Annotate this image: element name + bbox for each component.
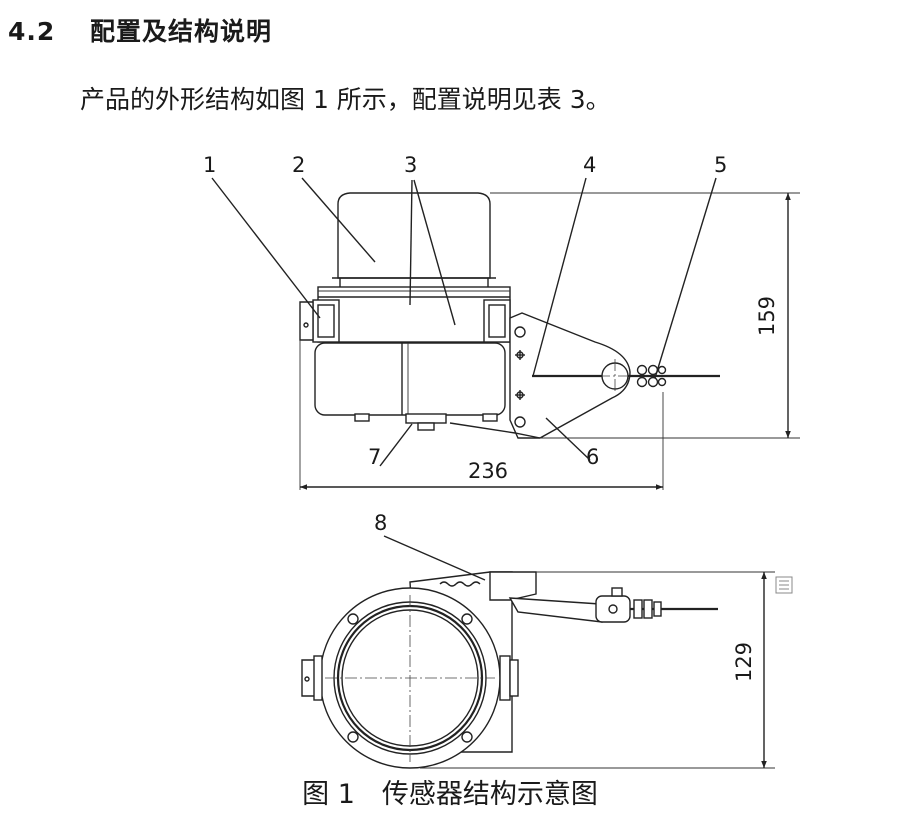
callout-6: 6 <box>586 445 599 469</box>
callout-2: 2 <box>292 153 305 177</box>
dim-159: 159 <box>755 296 779 336</box>
callout-3: 3 <box>404 153 417 177</box>
figure-caption: 图 1 传感器结构示意图 <box>302 779 598 810</box>
rod-nuts-bottom <box>633 599 662 619</box>
callout-1: 1 <box>203 153 216 177</box>
callout-7: 7 <box>368 445 381 469</box>
dim-236: 236 <box>468 459 508 483</box>
left-bracket <box>299 301 314 341</box>
lower-body <box>314 342 506 416</box>
sensor-cap <box>337 192 491 279</box>
callout-4: 4 <box>583 153 596 177</box>
section-title: 配置及结构说明 <box>90 17 273 46</box>
callout-8: 8 <box>374 511 387 535</box>
top-view: 236 159 1 2 3 4 5 6 7 <box>203 153 800 490</box>
rod-nuts <box>636 364 667 388</box>
bottom-connector <box>405 413 447 424</box>
table-marker-icon <box>775 576 793 594</box>
upper-housing <box>317 286 511 343</box>
bottom-view: 129 8 <box>301 511 793 769</box>
dim-129: 129 <box>732 642 756 682</box>
intro-paragraph: 产品的外形结构如图 1 所示，配置说明见表 3。 <box>80 85 611 114</box>
callout-5: 5 <box>714 153 727 177</box>
section-heading: 4.2 配置及结构说明 <box>8 12 272 48</box>
section-number: 4.2 <box>8 17 56 46</box>
top-arm <box>489 571 537 601</box>
